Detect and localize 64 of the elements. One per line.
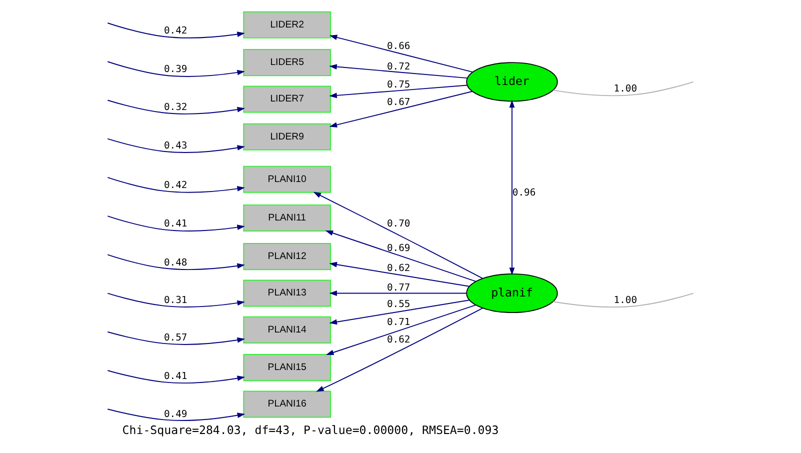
node-box: LIDER5 xyxy=(243,49,331,76)
edge-label: 0.96 xyxy=(512,188,536,199)
edge-label: 0.48 xyxy=(164,257,188,268)
arrow xyxy=(107,138,246,153)
edge-label: 0.55 xyxy=(386,298,410,310)
node-box: LIDER7 xyxy=(243,86,331,113)
edge-label: 0.71 xyxy=(386,317,410,328)
arrow xyxy=(326,304,476,356)
arrow xyxy=(107,22,245,38)
edge-label: 0.43 xyxy=(164,140,188,152)
node-ellipse: lider xyxy=(466,62,558,102)
node-box: PLANI13 xyxy=(243,280,331,307)
caption: Chi-Square=284.03, df=43, P-value=0.00000, RMSEA=0.093 xyxy=(122,422,499,437)
edge-label: 0.41 xyxy=(164,218,188,230)
arrow xyxy=(329,90,473,128)
arrow xyxy=(509,100,515,276)
edge-label: 0.42 xyxy=(164,26,188,37)
arrow xyxy=(107,216,245,232)
node-ellipse: planif xyxy=(466,273,558,314)
arrow xyxy=(329,300,470,325)
node-box: PLANI11 xyxy=(243,204,331,232)
edge-label: 0.57 xyxy=(164,332,188,344)
arrow xyxy=(329,290,467,296)
connector xyxy=(552,292,694,308)
edge-label: 0.66 xyxy=(386,41,410,52)
node-box: LIDER9 xyxy=(243,123,331,150)
arrow xyxy=(107,408,246,421)
arrow xyxy=(329,84,468,98)
node-box: PLANI15 xyxy=(243,354,331,382)
edge-label: 0.41 xyxy=(164,371,188,382)
arrow xyxy=(329,262,470,287)
arrow xyxy=(107,100,246,114)
edge-label: 0.75 xyxy=(386,80,410,91)
edge-label: 0.70 xyxy=(386,218,410,230)
arrow xyxy=(325,230,476,282)
arrow xyxy=(107,254,245,270)
arrow xyxy=(316,308,484,392)
edge-label: 0.69 xyxy=(386,242,410,254)
node-box: PLANI12 xyxy=(243,243,331,270)
edge-label: 0.39 xyxy=(164,64,188,76)
edge-label: 1.00 xyxy=(614,84,638,95)
node-box: PLANI14 xyxy=(243,316,331,344)
edge-label: 0.77 xyxy=(386,282,410,294)
arrow xyxy=(107,176,245,193)
arrow xyxy=(313,192,483,279)
node-box: LIDER2 xyxy=(243,11,331,38)
edge-label: 0.62 xyxy=(386,263,410,274)
arrow xyxy=(329,34,474,73)
arrow xyxy=(107,61,245,77)
edge-label: 0.72 xyxy=(386,61,410,72)
edge-label: 0.42 xyxy=(164,180,188,192)
arrow xyxy=(107,331,246,345)
edge-label: 0.67 xyxy=(386,97,410,108)
arrow xyxy=(107,370,246,384)
connector xyxy=(552,81,694,96)
arrow xyxy=(329,64,468,79)
edge-label: 0.49 xyxy=(164,408,188,420)
edge-label: 1.00 xyxy=(614,294,638,306)
edge-label: 0.32 xyxy=(164,102,188,113)
arrow xyxy=(107,292,245,308)
node-box: PLANI10 xyxy=(243,166,331,193)
edge-label: 0.31 xyxy=(164,294,188,306)
edge-label: 0.62 xyxy=(386,334,410,346)
node-box: PLANI16 xyxy=(243,390,331,418)
